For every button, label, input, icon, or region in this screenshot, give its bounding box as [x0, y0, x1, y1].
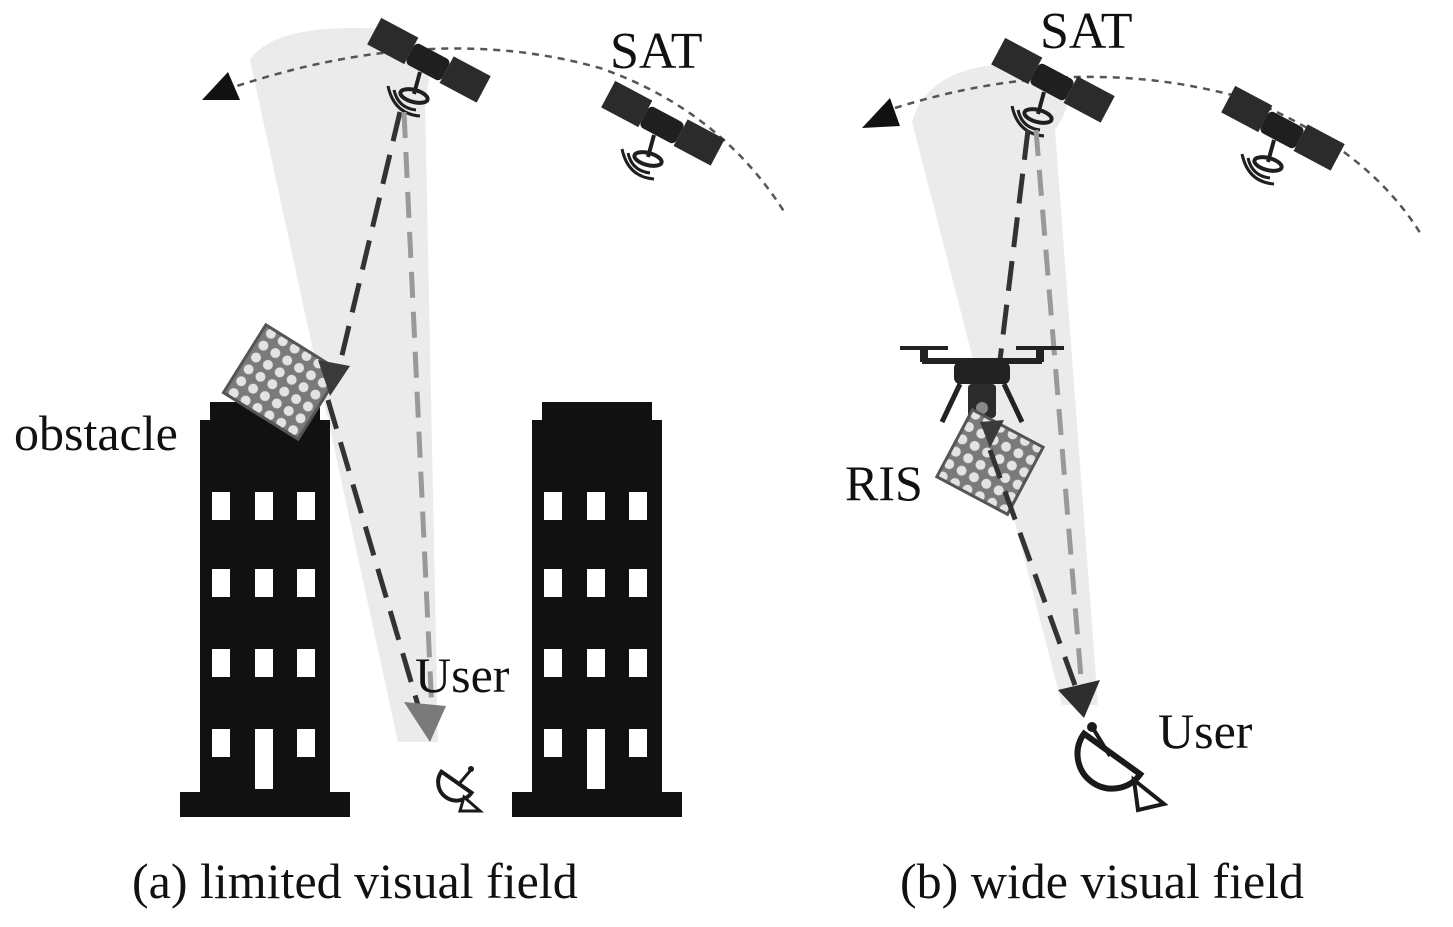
- signal-path-direct: [401, 111, 435, 713]
- signal-arrowhead: [404, 702, 446, 742]
- signal-arrowhead: [980, 420, 1004, 448]
- panel-a: [180, 15, 787, 817]
- satellite-icon: [599, 78, 727, 181]
- ris-panel-icon: [221, 322, 343, 442]
- orbit-path-a: [224, 47, 787, 214]
- ris-label: RIS: [845, 455, 923, 511]
- signal-path-direct: [1033, 129, 1085, 691]
- user-label-b: User: [1158, 703, 1253, 759]
- ris-panel-icon: [934, 407, 1046, 517]
- caption-a: (a) limited visual field: [132, 853, 578, 909]
- sat-label-b: SAT: [1040, 3, 1133, 60]
- signal-path-reflected: [335, 111, 403, 373]
- satellite-icon: [1219, 83, 1347, 186]
- user-label-a: User: [415, 647, 510, 703]
- orbit-arrow-icon: [862, 98, 900, 128]
- dish-antenna-icon: [1074, 722, 1169, 813]
- dish-antenna-icon: [436, 766, 484, 813]
- signal-path-to-drone: [997, 129, 1031, 361]
- signal-path-to-user: [325, 399, 423, 713]
- drone-icon: [900, 346, 1064, 424]
- building-icon: [512, 402, 682, 817]
- sat-label-a: SAT: [610, 23, 703, 80]
- signal-arrowhead: [318, 360, 350, 396]
- panel-b: [862, 35, 1424, 813]
- obstacle-label: obstacle: [14, 405, 178, 461]
- signal-arrowhead: [1058, 680, 1100, 718]
- orbit-arrow-icon: [202, 72, 240, 100]
- building-icon: [180, 402, 350, 817]
- beam-cone-a: [250, 28, 438, 742]
- caption-b: (b) wide visual field: [900, 853, 1305, 909]
